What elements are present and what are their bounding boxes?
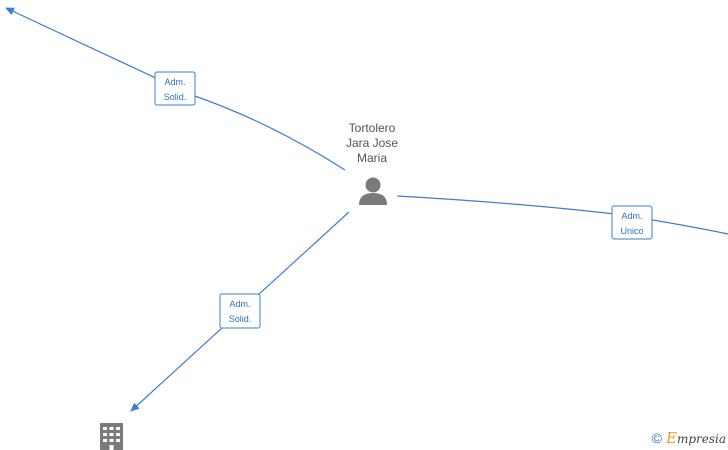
edge-person-to-top-left: [5, 7, 346, 171]
person-name-label[interactable]: Tortolero Jara Jose Maria: [322, 121, 422, 166]
edge-label-line: Adm.: [229, 299, 250, 309]
edge-label-line: Solid.: [229, 314, 252, 324]
watermark: © Empresia: [652, 429, 726, 447]
edge-label-line: Adm.: [621, 211, 642, 221]
edge-person-to-right: [396, 195, 728, 235]
person-name-line: Jara Jose: [345, 136, 399, 150]
copyright-icon: ©: [651, 430, 662, 446]
edge-label-adm-solid-2[interactable]: Adm. Solid.: [219, 293, 261, 329]
person-icon[interactable]: [359, 177, 387, 206]
person-name-line: Maria: [356, 151, 387, 165]
brand-logo: Empresia: [666, 429, 726, 447]
edge-label-adm-unico[interactable]: Adm. Unico: [611, 205, 653, 240]
edge-label-adm-solid-1[interactable]: Adm. Solid.: [154, 71, 196, 106]
brand-initial: E: [665, 429, 677, 447]
edge-label-line: Unico: [620, 226, 643, 236]
edge-label-line: Adm.: [164, 77, 185, 87]
building-icon[interactable]: [100, 423, 123, 450]
brand-rest: mpresia: [676, 432, 726, 446]
person-name-line: Tortolero: [348, 121, 396, 135]
edge-label-line: Solid.: [164, 92, 187, 102]
